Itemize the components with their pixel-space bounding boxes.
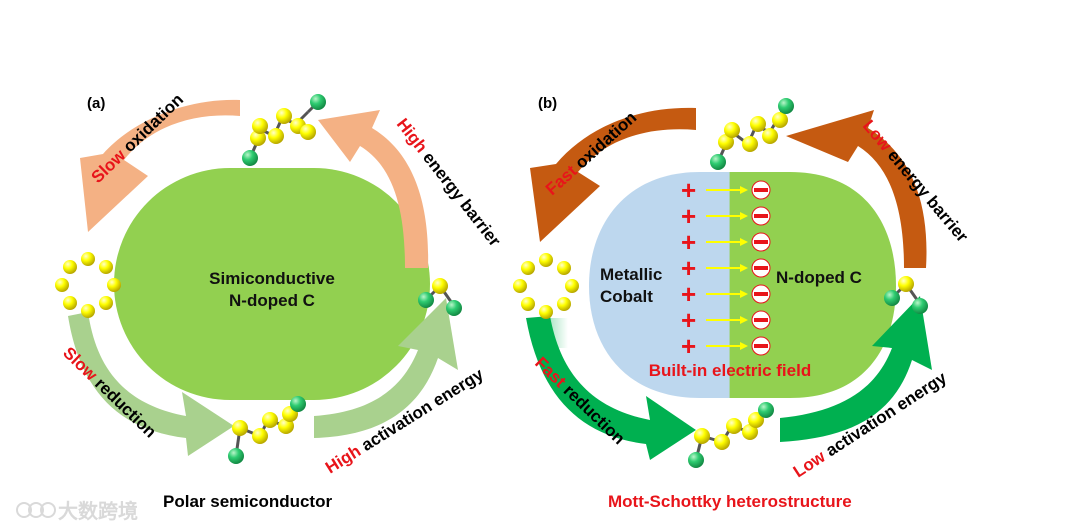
s8-ring-molecule [55, 252, 121, 318]
plus-sign-icon: + [681, 227, 696, 257]
high-activation-energy-arrow [314, 298, 458, 438]
hetero-interface-fade [716, 172, 730, 398]
charge-row: + [681, 279, 771, 309]
charge-row: + [681, 227, 771, 257]
watermark-logo-icon [16, 502, 56, 518]
fast-oxidation-arrow [530, 107, 696, 243]
s8-ring-molecule [513, 253, 579, 319]
li2s-molecule-right [884, 276, 928, 314]
low-energy-barrier-arrow [786, 110, 927, 268]
caption-polar-semiconductor: Polar semiconductor [163, 492, 332, 511]
panel-a: (a) Simiconductive N-doped C Slow oxidat… [55, 90, 505, 511]
built-in-field-charges: + + + + + [681, 175, 771, 361]
slow-oxidation-arrow [80, 99, 240, 232]
metallic-cobalt-body [589, 172, 729, 398]
low-activation-energy-arrow [780, 296, 932, 442]
cobalt-label: Cobalt [600, 287, 653, 306]
caption-mott-schottky: Mott-Schottky heterostructure [608, 492, 852, 511]
plus-sign-icon: + [681, 331, 696, 361]
svg-text:Fast reduction: Fast reduction [531, 353, 628, 448]
li2s-chain-bottom-molecule [688, 402, 774, 468]
label-rest: oxidation [568, 108, 640, 176]
label-fast-reduction: Fast reduction [531, 353, 628, 448]
charge-row: + [681, 175, 771, 205]
label-rest: oxidation [116, 90, 187, 159]
plus-sign-icon: + [681, 175, 696, 205]
watermark: 大数跨境 [16, 499, 138, 523]
n-doped-c-label: N-doped C [776, 268, 862, 287]
li2s-chain-top-molecule [710, 98, 794, 170]
watermark-text: 大数跨境 [58, 499, 138, 523]
charge-row: + [681, 201, 771, 231]
plus-sign-icon: + [681, 279, 696, 309]
li2s-molecule-right [418, 278, 462, 316]
plus-sign-icon: + [681, 201, 696, 231]
li2s-chain-top-molecule [242, 94, 326, 166]
charge-row: + [681, 331, 771, 361]
charge-row: + [681, 305, 771, 335]
slow-reduction-arrow [68, 312, 234, 456]
panel-b: (b) Metallic Cobalt N-doped C + + + [513, 95, 972, 511]
plus-sign-icon: + [681, 305, 696, 335]
high-energy-barrier-arrow [318, 110, 429, 268]
li2s-chain-bottom-molecule [228, 396, 306, 464]
arrow-fade-left [548, 318, 568, 348]
n-doped-carbon-right-body [729, 172, 896, 398]
metallic-label: Metallic [600, 265, 662, 284]
n-doped-carbon-body [114, 168, 430, 400]
plus-sign-icon: + [681, 253, 696, 283]
center-label-line-2: N-doped C [229, 291, 315, 310]
fast-reduction-arrow [526, 316, 696, 460]
charge-row: + [681, 253, 771, 283]
panel-b-letter: (b) [538, 95, 557, 112]
panel-a-letter: (a) [87, 95, 105, 112]
center-label-line-1: Simiconductive [209, 269, 335, 288]
built-in-field-label: Built-in electric field [649, 361, 811, 380]
label-rest: energy barrier [416, 145, 505, 251]
